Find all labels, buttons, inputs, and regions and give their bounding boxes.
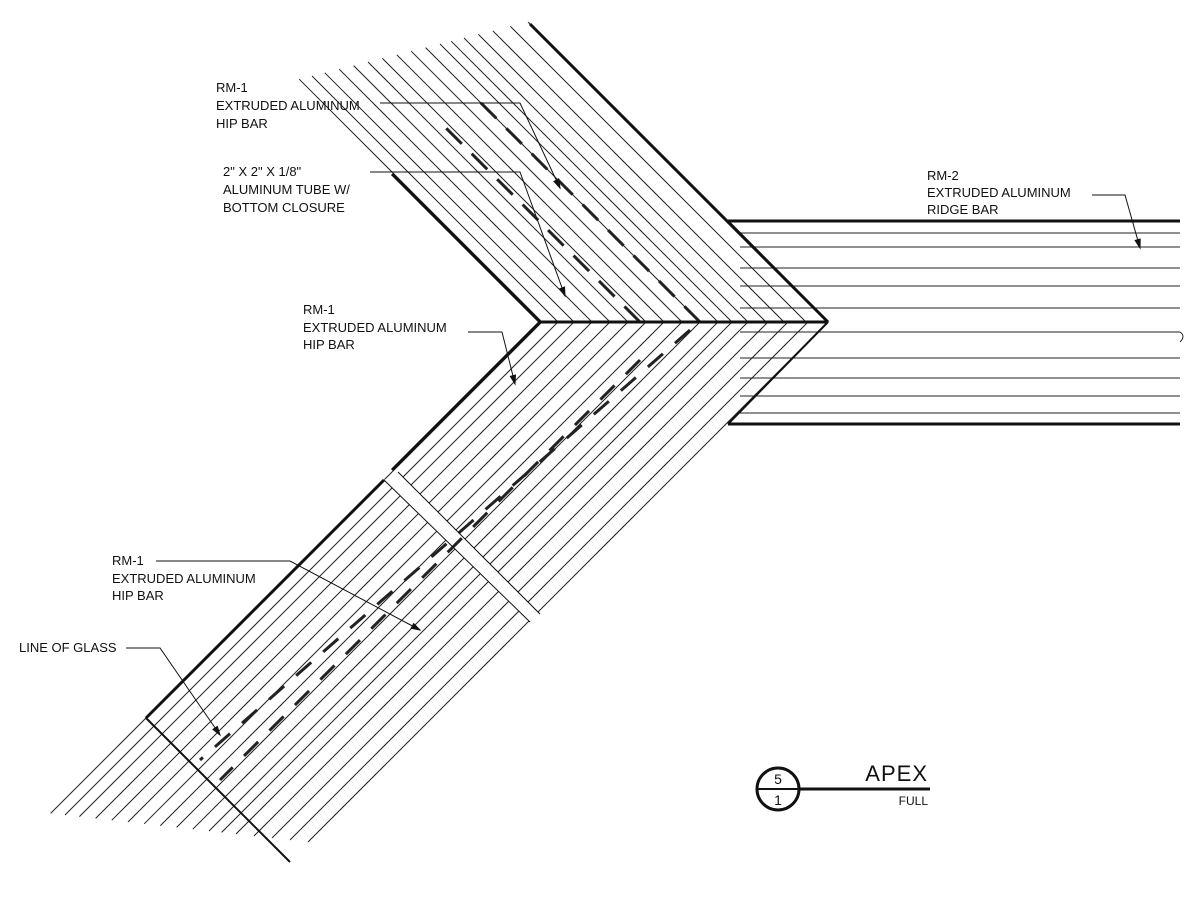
upper-hip-inner-edge bbox=[390, 172, 542, 324]
hip-profile-line bbox=[450, 40, 733, 323]
leader-arrowhead bbox=[553, 178, 561, 190]
leader-line bbox=[156, 560, 421, 631]
detail-title: APEX bbox=[865, 761, 928, 786]
hip-profile-line bbox=[338, 68, 593, 323]
lower-hip-bar-profile bbox=[50, 321, 829, 843]
note-line: HIP BAR bbox=[216, 116, 268, 131]
hip-profile-line bbox=[324, 72, 575, 323]
note-hip-bar-lower: RM-1 EXTRUDED ALUMINUM HIP BAR bbox=[112, 553, 256, 603]
note-line: ALUMINUM TUBE W/ bbox=[223, 182, 350, 197]
hip-profile-line bbox=[64, 321, 559, 816]
hip-profile-line bbox=[367, 61, 629, 323]
hip-profile-line bbox=[95, 321, 593, 819]
leader-line bbox=[370, 171, 566, 297]
leader-lines bbox=[126, 102, 1141, 737]
hip-profile-line bbox=[382, 58, 647, 323]
hip-profile-line bbox=[271, 321, 789, 839]
break-line bbox=[397, 471, 541, 615]
leader-line bbox=[1092, 194, 1141, 249]
note-line-of-glass: LINE OF GLASS bbox=[19, 640, 117, 655]
break-symbol bbox=[1179, 331, 1184, 343]
note-line: HIP BAR bbox=[112, 588, 164, 603]
note-line: EXTRUDED ALUMINUM bbox=[927, 185, 1071, 200]
note-line: LINE OF GLASS bbox=[19, 640, 117, 655]
hip-profile-line bbox=[79, 321, 575, 817]
bar-outlines bbox=[144, 22, 1180, 863]
note-aluminum-tube: 2" X 2" X 1/8" ALUMINUM TUBE W/ BOTTOM C… bbox=[223, 164, 350, 215]
note-line: HIP BAR bbox=[303, 337, 355, 352]
hip-profile-line bbox=[143, 321, 647, 825]
detail-scale: FULL bbox=[899, 794, 929, 808]
lower-hip-inner-edge-top bbox=[390, 320, 542, 472]
hip-profile-line bbox=[439, 43, 719, 323]
ridge-bar-profile bbox=[740, 232, 1184, 414]
hip-centerline-dash bbox=[478, 100, 702, 324]
ridge-junction-edge bbox=[727, 220, 829, 323]
note-line: EXTRUDED ALUMINUM bbox=[112, 571, 256, 586]
detail-number: 5 bbox=[774, 771, 782, 787]
hip-profile-line bbox=[410, 50, 683, 323]
leader-arrowhead bbox=[509, 374, 517, 386]
hip-profile-line bbox=[353, 65, 611, 323]
hip-profile-line bbox=[478, 34, 767, 323]
hip-profile-line bbox=[463, 37, 749, 323]
break-line bbox=[383, 479, 531, 623]
note-line: BOTTOM CLOSURE bbox=[223, 200, 345, 215]
hip-profile-line bbox=[208, 321, 719, 832]
note-hip-bar-middle: RM-1 EXTRUDED ALUMINUM HIP BAR bbox=[303, 302, 447, 352]
detail-title-block: 5 1 APEX FULL bbox=[755, 761, 930, 812]
hip-profile-line bbox=[396, 54, 665, 323]
lower-hip-inner-edge-bottom bbox=[144, 478, 386, 720]
hip-profile-line bbox=[176, 321, 683, 828]
note-line: RM-1 bbox=[303, 302, 335, 317]
note-line: EXTRUDED ALUMINUM bbox=[216, 98, 360, 113]
note-line: RIDGE BAR bbox=[927, 202, 999, 217]
hip-profile-line bbox=[307, 321, 829, 843]
ridge-junction-edge bbox=[727, 321, 829, 425]
hip-profile-line bbox=[127, 321, 629, 823]
hip-profile-line bbox=[253, 321, 769, 837]
leader-arrowhead bbox=[410, 622, 422, 631]
lower-hip-end-cap bbox=[145, 717, 291, 863]
hip-centerline-dash bbox=[199, 328, 691, 762]
note-line: EXTRUDED ALUMINUM bbox=[303, 320, 447, 335]
leader-arrowhead bbox=[558, 286, 566, 298]
hip-centerline-dash bbox=[218, 358, 642, 782]
note-line: 2" X 2" X 1/8" bbox=[223, 164, 302, 179]
hip-profile-line bbox=[192, 321, 701, 830]
note-line: RM-1 bbox=[216, 80, 248, 95]
sheet-number: 1 bbox=[774, 792, 782, 808]
hip-profile-line bbox=[510, 26, 807, 323]
hip-profile-line bbox=[111, 321, 611, 821]
hip-profile-line bbox=[289, 321, 809, 841]
note-line: RM-2 bbox=[927, 168, 959, 183]
leader-line bbox=[468, 331, 516, 385]
note-hip-bar-upper: RM-1 EXTRUDED ALUMINUM HIP BAR bbox=[216, 80, 360, 131]
leader-line bbox=[126, 647, 221, 736]
note-ridge-bar: RM-2 EXTRUDED ALUMINUM RIDGE BAR bbox=[927, 168, 1071, 217]
hip-profile-line bbox=[221, 321, 733, 833]
hip-profile-line bbox=[311, 75, 559, 323]
note-line: RM-1 bbox=[112, 553, 144, 568]
leader-arrowhead bbox=[212, 725, 221, 737]
hip-centerline-dash bbox=[438, 120, 642, 324]
break-gap bbox=[384, 472, 540, 622]
leader-arrowhead bbox=[1134, 238, 1141, 250]
leader-line bbox=[380, 102, 561, 189]
hip-profile-line bbox=[492, 30, 785, 323]
